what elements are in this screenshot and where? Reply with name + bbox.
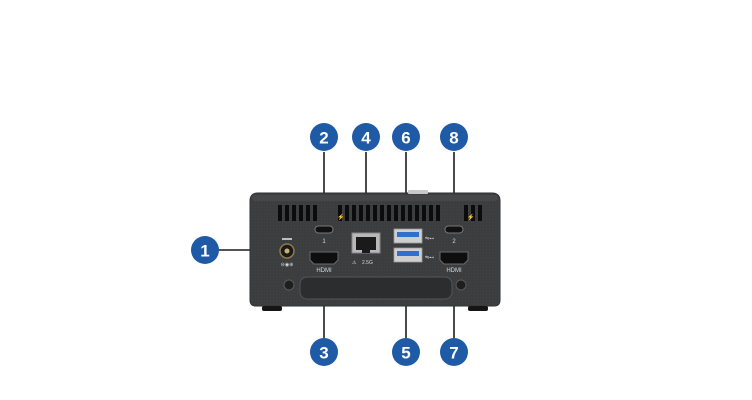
top-clip (408, 190, 428, 194)
usb-a-port-bottom: ⇋⊷ (393, 247, 434, 263)
mini-pc-chassis: ⊖◉⊕ ⚡ 1 HDMI ⚠ 2.5G ⇋⊷ (249, 190, 501, 311)
svg-text:⚠: ⚠ (352, 260, 357, 266)
hdmi-left-label: HDMI (316, 268, 332, 274)
svg-text:⇋⊷: ⇋⊷ (425, 236, 434, 242)
right-foot (468, 306, 488, 311)
svg-text:⇋⊷: ⇋⊷ (425, 255, 434, 261)
callout-badge-5: 5 (392, 338, 420, 366)
svg-text:⚡: ⚡ (467, 213, 474, 221)
hdmi-right-label: HDMI (446, 268, 462, 274)
callout-badge-7: 7 (440, 338, 468, 366)
tb-left-number: 1 (322, 239, 326, 245)
callout-number-7: 7 (449, 344, 458, 363)
callout-badge-6: 6 (392, 123, 420, 151)
lan-speed-label: 2.5G (362, 260, 373, 266)
dc-power-jack: ⊖◉⊕ (279, 238, 295, 268)
callout-badge-8: 8 (440, 123, 468, 151)
screw-hole-left (283, 279, 295, 291)
left-foot (262, 306, 282, 311)
thunderbolt-port-right: ⚡ 2 (444, 213, 475, 245)
svg-text:⊖◉⊕: ⊖◉⊕ (281, 262, 294, 268)
callout-number-1: 1 (200, 242, 209, 261)
callout-number-4: 4 (361, 129, 371, 148)
hdmi-port-left: HDMI (309, 251, 339, 274)
callout-number-3: 3 (319, 344, 328, 363)
callout-number-5: 5 (401, 344, 410, 363)
callout-badge-1: 1 (191, 236, 219, 264)
thunderbolt-port-left: ⚡ 1 (314, 213, 345, 245)
callout-number-6: 6 (401, 129, 410, 148)
svg-text:⚡: ⚡ (337, 213, 344, 221)
callout-badge-2: 2 (310, 123, 338, 151)
tb-right-number: 2 (452, 239, 456, 245)
callout-badge-4: 4 (352, 123, 380, 151)
hdmi-port-right: HDMI (439, 251, 469, 274)
vent-grille (278, 205, 482, 221)
callout-number-8: 8 (449, 129, 458, 148)
callout-badge-3: 3 (310, 338, 338, 366)
callout-number-2: 2 (319, 129, 328, 148)
screw-hole-right (455, 279, 467, 291)
usb-a-port-top: ⇋⊷ (393, 228, 434, 244)
lower-panel-cover (299, 276, 453, 300)
ethernet-port: ⚠ 2.5G (351, 232, 381, 266)
